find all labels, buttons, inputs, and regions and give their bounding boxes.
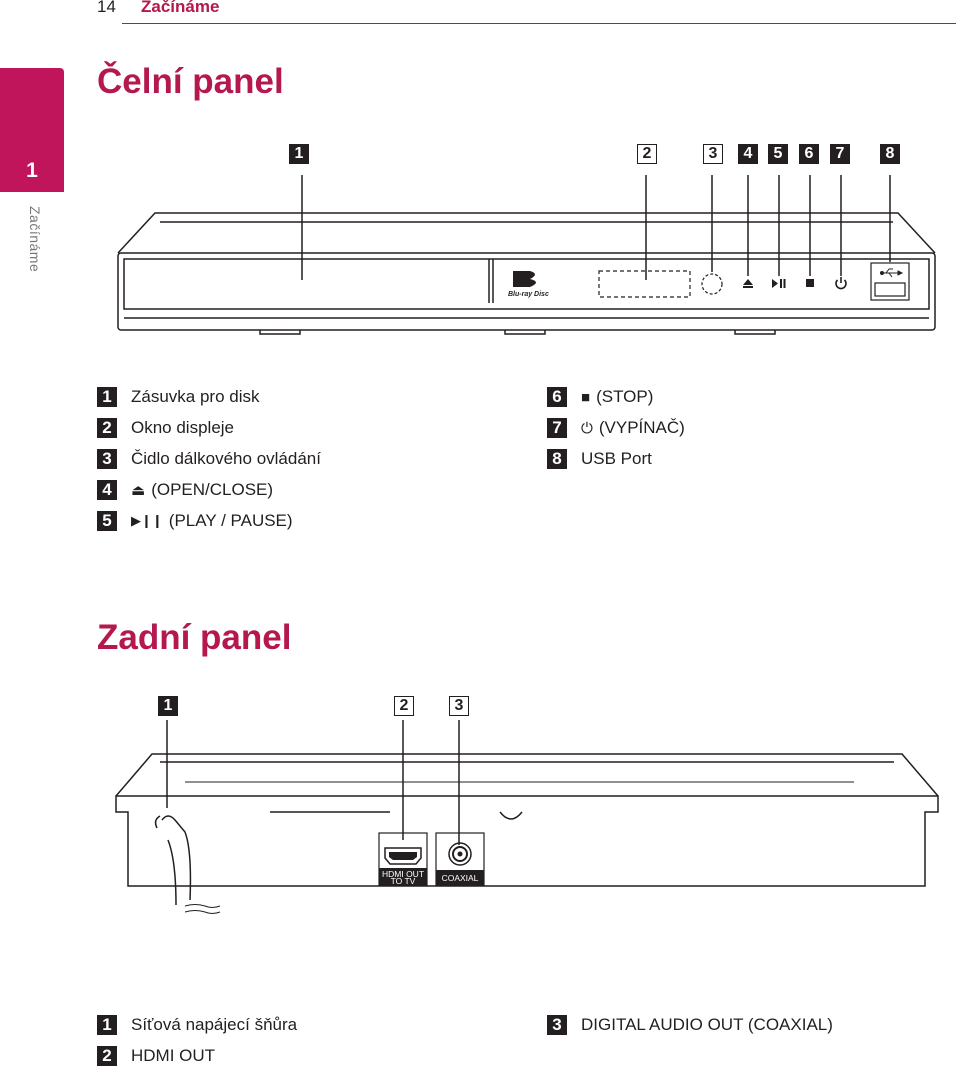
front-legend-left: 1 Zásuvka pro disk 2 Okno displeje 3 Čid… bbox=[97, 387, 321, 531]
coaxial-port-icon: COAXIAL bbox=[435, 832, 485, 886]
hdmi-port-icon: HDMI OUT TO TV bbox=[378, 832, 428, 886]
rear-panel-title: Zadní panel bbox=[97, 618, 292, 657]
legend-text: Síťová napájecí šňůra bbox=[131, 1015, 298, 1034]
front-panel-illustration: Blu-ray Disc bbox=[117, 175, 936, 335]
legend-number: 4 bbox=[97, 480, 117, 500]
legend-text: USB Port bbox=[581, 449, 652, 468]
front-callout-6: 6 bbox=[799, 144, 819, 164]
page-number: 14 bbox=[97, 0, 116, 16]
legend-text: (OPEN/CLOSE) bbox=[151, 480, 274, 499]
hdmi-label: HDMI OUT bbox=[382, 869, 424, 879]
front-legend-item: 8 USB Port bbox=[547, 449, 685, 469]
coaxial-label: COAXIAL bbox=[442, 873, 479, 883]
legend-number: 8 bbox=[547, 449, 567, 469]
legend-number: 3 bbox=[547, 1015, 567, 1035]
chapter-tab bbox=[0, 68, 64, 192]
rear-legend-left: 1 Síťová napájecí šňůra 2 HDMI OUT bbox=[97, 1015, 297, 1066]
legend-text: (STOP) bbox=[596, 387, 654, 406]
front-callout-7: 7 bbox=[830, 144, 850, 164]
legend-number: 3 bbox=[97, 449, 117, 469]
legend-number: 2 bbox=[97, 1046, 117, 1066]
legend-number: 1 bbox=[97, 1015, 117, 1035]
front-callout-8: 8 bbox=[880, 144, 900, 164]
rear-legend-item: 1 Síťová napájecí šňůra bbox=[97, 1015, 297, 1035]
front-legend-right: 6 ■ (STOP) 7 ⏻ (VYPÍNAČ) 8 USB Port bbox=[547, 387, 685, 469]
rear-callout-2: 2 bbox=[394, 696, 414, 716]
legend-number: 6 bbox=[547, 387, 567, 407]
front-panel-title: Čelní panel bbox=[97, 62, 284, 101]
front-legend-item: 2 Okno displeje bbox=[97, 418, 321, 438]
legend-text: Okno displeje bbox=[131, 418, 235, 437]
rear-callout-1: 1 bbox=[158, 696, 178, 716]
chapter-tab-label: Začínáme bbox=[27, 206, 43, 273]
hdmi-sublabel: TO TV bbox=[391, 876, 416, 886]
front-callout-5: 5 bbox=[768, 144, 788, 164]
legend-number: 1 bbox=[97, 387, 117, 407]
front-callout-2: 2 bbox=[637, 144, 657, 164]
front-legend-item: 5 ▶❙❙ (PLAY / PAUSE) bbox=[97, 511, 321, 531]
header-rule bbox=[122, 23, 956, 24]
front-legend-item: 3 Čidlo dálkového ovládání bbox=[97, 449, 321, 469]
legend-text: (PLAY / PAUSE) bbox=[168, 511, 293, 530]
legend-text: DIGITAL AUDIO OUT (COAXIAL) bbox=[581, 1015, 833, 1034]
front-callout-4: 4 bbox=[738, 144, 758, 164]
legend-text: Zásuvka pro disk bbox=[131, 387, 260, 406]
power-icon: ⏻ bbox=[581, 419, 593, 437]
front-callout-1: 1 bbox=[289, 144, 309, 164]
stop-icon: ■ bbox=[581, 388, 591, 406]
legend-number: 2 bbox=[97, 418, 117, 438]
legend-number: 5 bbox=[97, 511, 117, 531]
front-legend-item: 6 ■ (STOP) bbox=[547, 387, 685, 407]
legend-text: (VYPÍNAČ) bbox=[598, 418, 685, 437]
legend-text: Čidlo dálkového ovládání bbox=[131, 449, 321, 468]
eject-icon: ⏏ bbox=[131, 482, 146, 499]
front-legend-item: 7 ⏻ (VYPÍNAČ) bbox=[547, 418, 685, 438]
legend-text: HDMI OUT bbox=[131, 1046, 216, 1065]
device-logo-text: Blu-ray Disc bbox=[508, 291, 549, 298]
rear-legend-right: 3 DIGITAL AUDIO OUT (COAXIAL) bbox=[547, 1015, 833, 1035]
front-legend-item: 4 ⏏ (OPEN/CLOSE) bbox=[97, 480, 321, 500]
bluray-logo-icon: Blu-ray Disc bbox=[508, 271, 549, 298]
rear-legend-item: 3 DIGITAL AUDIO OUT (COAXIAL) bbox=[547, 1015, 833, 1035]
chapter-title: Začínáme bbox=[141, 0, 220, 16]
front-legend-item: 1 Zásuvka pro disk bbox=[97, 387, 321, 407]
rear-legend-item: 2 HDMI OUT bbox=[97, 1046, 297, 1066]
play-pause-icon: ▶❙❙ bbox=[131, 513, 163, 528]
legend-number: 7 bbox=[547, 418, 567, 438]
chapter-tab-number: 1 bbox=[26, 159, 38, 182]
rear-callout-3: 3 bbox=[449, 696, 469, 716]
rear-panel-illustration: HDMI OUT TO TV COAXIAL bbox=[115, 720, 939, 914]
front-callout-3: 3 bbox=[703, 144, 723, 164]
